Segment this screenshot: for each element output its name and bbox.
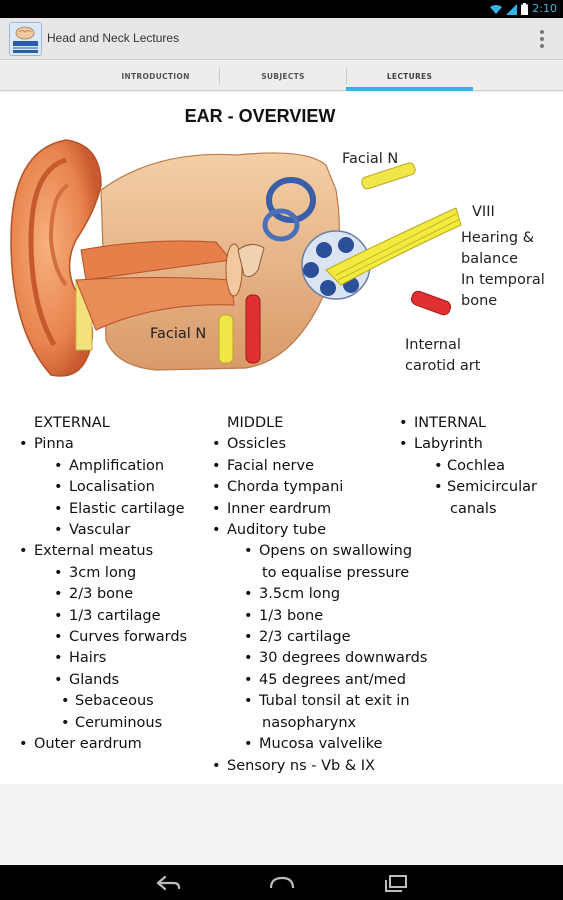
- list-item: Hairs: [18, 648, 218, 670]
- status-icons: 2:10: [490, 2, 557, 16]
- list-item-continuation: nasopharynx: [262, 714, 357, 731]
- list-item-continuation: to equalise pressure: [262, 564, 410, 581]
- list-item: Ossicles: [211, 434, 446, 456]
- list-item: Sensory ns - Vb & IX: [211, 756, 446, 778]
- external-column: EXTERNAL Pinna Amplification Localisatio…: [18, 413, 218, 756]
- recent-apps-button[interactable]: [382, 873, 410, 893]
- label-facial-n-bottom: Facial N: [150, 326, 207, 342]
- list-item: 45 degrees ant/med: [211, 670, 446, 692]
- internal-column: INTERNAL Labyrinth Cochlea Semicircular …: [398, 413, 558, 520]
- brain-book-icon: [10, 23, 41, 55]
- list-item: 3cm long: [18, 563, 218, 585]
- battery-icon: [521, 3, 529, 15]
- tab-selected-indicator: [346, 87, 473, 91]
- ear-anatomy-illustration: [10, 139, 462, 377]
- app-title: Head and Neck Lectures: [47, 31, 180, 45]
- dot: [540, 37, 544, 41]
- signal-icon: [506, 3, 518, 15]
- list-item: External meatus: [18, 541, 218, 563]
- list-item: Curves forwards: [18, 627, 218, 649]
- list-item: Semicircular: [398, 477, 558, 499]
- home-button[interactable]: [268, 873, 296, 893]
- label-hearing-2: balance: [461, 251, 519, 267]
- tab-divider: [219, 68, 220, 84]
- list-item-continuation: canals: [450, 500, 497, 517]
- back-arrow-icon: [156, 875, 181, 891]
- label-internal-2: carotid art: [405, 358, 481, 374]
- tab-introduction[interactable]: INTRODUCTION: [121, 71, 190, 81]
- list-item: Outer eardrum: [18, 734, 218, 756]
- list-item: Mucosa valvelike: [211, 734, 446, 756]
- middle-heading: MIDDLE: [227, 415, 284, 431]
- label-hearing-4: bone: [461, 293, 498, 309]
- list-item: Elastic cartilage: [18, 499, 218, 521]
- external-heading: EXTERNAL: [34, 415, 110, 431]
- status-bar: 2:10: [0, 0, 563, 18]
- list-item: Tubal tonsil at exit in: [211, 691, 446, 713]
- wifi-icon: [490, 4, 503, 14]
- action-bar: Head and Neck Lectures: [0, 18, 563, 60]
- list-item: Cochlea: [398, 456, 558, 478]
- lecture-slide[interactable]: EAR - OVERVIEW: [0, 92, 563, 784]
- list-item: 1/3 cartilage: [18, 606, 218, 628]
- tab-bar: INTRODUCTION SUBJECTS LECTURES: [0, 61, 563, 91]
- middle-column: MIDDLE Ossicles Facial nerve Chorda tymp…: [211, 413, 446, 777]
- list-item: Auditory tube: [211, 520, 446, 542]
- list-item: 3.5cm long: [211, 584, 446, 606]
- overflow-menu-button[interactable]: [535, 28, 549, 50]
- status-time: 2:10: [532, 2, 557, 15]
- list-item: Ceruminous: [18, 713, 218, 735]
- app-icon[interactable]: [9, 22, 42, 56]
- slide-title: EAR - OVERVIEW: [184, 106, 336, 126]
- list-item: 30 degrees downwards: [211, 648, 446, 670]
- list-item: 1/3 bone: [211, 606, 446, 628]
- list-item: 2/3 cartilage: [211, 627, 446, 649]
- list-item: Chorda tympani: [211, 477, 446, 499]
- list-item: Sebaceous: [18, 691, 218, 713]
- list-item: Pinna: [18, 434, 218, 456]
- internal-heading: INTERNAL: [398, 413, 558, 435]
- dot: [540, 44, 544, 48]
- tab-subjects[interactable]: SUBJECTS: [261, 71, 305, 81]
- list-item: Localisation: [18, 477, 218, 499]
- list-item: Opens on swallowing: [211, 541, 446, 563]
- list-item: Glands: [18, 670, 218, 692]
- home-icon: [269, 876, 295, 889]
- back-button[interactable]: [154, 873, 182, 893]
- list-item: 2/3 bone: [18, 584, 218, 606]
- list-item: Inner eardrum: [211, 499, 446, 521]
- dot: [540, 30, 544, 34]
- navigation-bar: [0, 865, 563, 900]
- label-viii: VIII: [472, 204, 495, 220]
- label-hearing-3: In temporal: [461, 272, 545, 288]
- label-facial-n-top: Facial N: [342, 151, 399, 167]
- label-hearing-1: Hearing &: [461, 230, 535, 246]
- tab-divider: [346, 68, 347, 84]
- recent-apps-icon: [385, 875, 407, 892]
- label-internal-1: Internal: [405, 337, 461, 353]
- list-item: Facial nerve: [211, 456, 446, 478]
- list-item: Vascular: [18, 520, 218, 542]
- tab-lectures[interactable]: LECTURES: [386, 71, 433, 81]
- list-item: Amplification: [18, 456, 218, 478]
- list-item: Labyrinth: [398, 434, 558, 456]
